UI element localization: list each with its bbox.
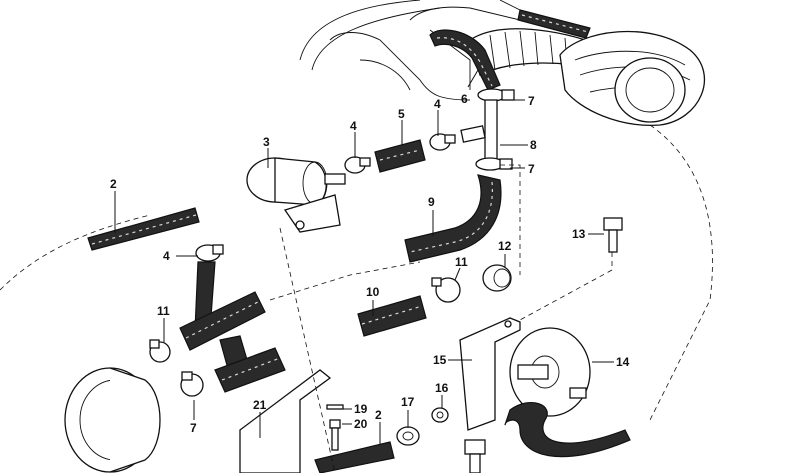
washer-19 xyxy=(326,404,344,410)
air-intake-boot xyxy=(469,28,706,126)
label-11-clamp-right: 11 xyxy=(455,255,468,269)
bolt-13 xyxy=(603,217,623,253)
label-17-nut: 17 xyxy=(401,395,415,409)
vacuum-damper-3 xyxy=(246,157,346,233)
label-7-clamp-top: 7 xyxy=(528,94,535,108)
hose-10 xyxy=(357,295,427,337)
screw-20 xyxy=(329,419,341,451)
label-7-clamp-left: 7 xyxy=(190,421,197,435)
clamp-4-left xyxy=(195,244,224,262)
fitting-right xyxy=(460,125,486,143)
routing-lines xyxy=(0,124,713,473)
label-2-hose-left: 2 xyxy=(110,177,117,191)
label-5-hose: 5 xyxy=(398,107,405,121)
label-6-hose: 6 xyxy=(461,92,468,106)
bracket-15 xyxy=(459,317,521,431)
hose-2-bottom xyxy=(314,441,395,473)
label-12-sleeve: 12 xyxy=(498,239,512,253)
tube-8 xyxy=(484,99,498,161)
label-8-tube: 8 xyxy=(530,138,537,152)
label-4-clamp-a: 4 xyxy=(350,119,357,133)
clamp-11-left xyxy=(149,339,171,363)
label-2-hose-bottom: 2 xyxy=(375,408,382,422)
washer-16 xyxy=(431,407,449,423)
hose-top xyxy=(517,9,591,39)
label-3-damper: 3 xyxy=(263,135,270,149)
hose-5 xyxy=(374,139,426,173)
hose-2-bottom-right xyxy=(504,401,631,458)
clamp-7-left xyxy=(180,371,204,397)
vacuum-unit-left xyxy=(64,367,161,473)
label-10-hose: 10 xyxy=(366,285,380,299)
part-labels: 2 3 4 5 4 6 7 8 7 9 4 12 13 11 10 11 15 … xyxy=(110,92,630,435)
clamp-4-b xyxy=(429,133,456,151)
sleeve-12 xyxy=(482,264,512,292)
bolt-bottom xyxy=(464,439,486,473)
clamp-7-top xyxy=(477,88,515,102)
label-4-clamp-b: 4 xyxy=(434,97,441,111)
vacuum-valve-14 xyxy=(509,327,591,417)
label-16-washer: 16 xyxy=(435,381,449,395)
nut-17 xyxy=(396,426,420,446)
leader-lines xyxy=(114,69,614,445)
label-20-screw: 20 xyxy=(354,417,368,431)
label-14-valve: 14 xyxy=(616,355,630,369)
label-9-hose: 9 xyxy=(428,195,435,209)
label-13-bolt: 13 xyxy=(572,227,586,241)
label-21-bracket: 21 xyxy=(253,398,267,412)
bracket-21 xyxy=(239,369,332,473)
hose-t-assembly xyxy=(179,261,286,393)
hose-2-left xyxy=(87,207,200,251)
hose-9 xyxy=(404,174,502,263)
label-19-washer: 19 xyxy=(354,402,368,416)
clamp-4-a xyxy=(344,156,371,174)
clamp-7-bottom xyxy=(475,157,513,171)
label-15-bracket: 15 xyxy=(433,353,447,367)
label-4-clamp-left: 4 xyxy=(163,249,170,263)
hose-6 xyxy=(429,29,501,91)
label-7-clamp-bottom: 7 xyxy=(528,162,535,176)
clamp-11-right xyxy=(431,277,461,303)
label-11-clamp-left: 11 xyxy=(157,304,170,318)
